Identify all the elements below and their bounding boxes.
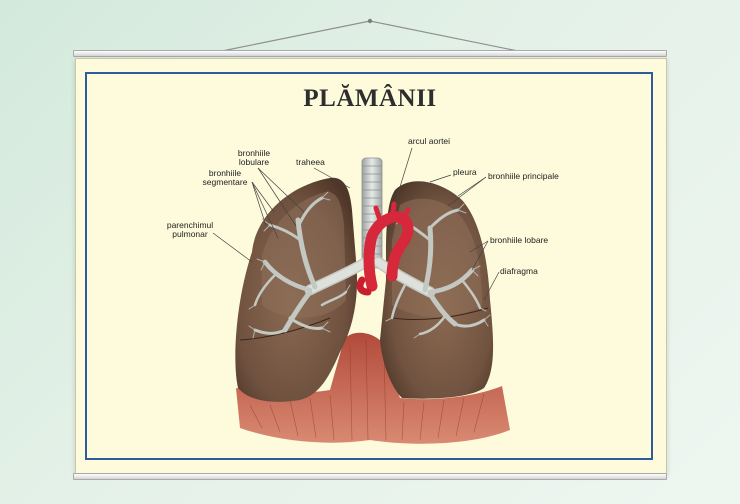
label-arcul-aortei: arcul aortei: [408, 136, 451, 146]
poster-bottom-rail: [73, 473, 667, 480]
label-bronhiile-lobulare: bronhiile lobulare: [237, 148, 271, 167]
poster-frame: [85, 72, 653, 460]
label-bronhiile-principale: bronhiile principale: [488, 171, 559, 181]
label-traheea: traheea: [296, 157, 325, 167]
label-pleura: pleura: [453, 167, 477, 177]
poster-top-rail: [73, 50, 667, 57]
label-diafragma: diafragma: [500, 266, 538, 276]
label-bronhiile-lobare: bronhiile lobare: [490, 235, 549, 245]
label-parenchimul-pulmonar: parenchimul pulmonar: [166, 220, 214, 239]
label-bronhiile-segmentare: bronhiile segmentare: [202, 168, 248, 187]
poster-title: PLĂMÂNII: [303, 85, 437, 112]
